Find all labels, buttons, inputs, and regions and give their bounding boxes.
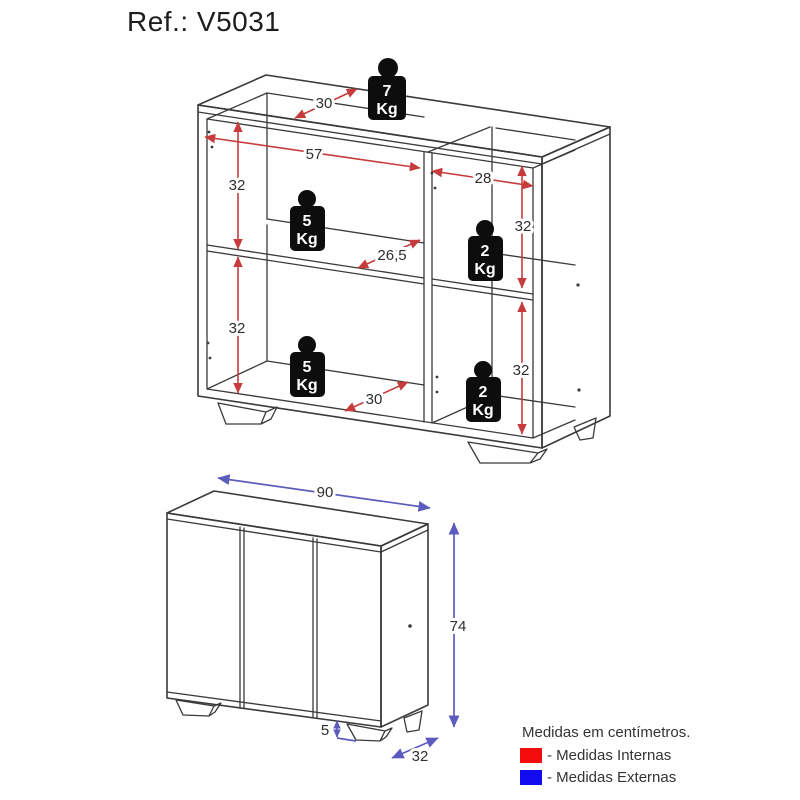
front-right-foot	[346, 723, 393, 742]
weight-value: 7	[383, 83, 392, 100]
center-divider	[423, 126, 493, 424]
exterior-cabinet-structure	[166, 490, 429, 742]
back-right-foot	[403, 710, 423, 733]
dim-arrow-top-depth	[294, 88, 358, 119]
dim-label-right-lower-height: 32	[513, 362, 530, 379]
top-board-edge	[166, 518, 429, 553]
reference-title: Ref.: V5031	[127, 6, 281, 37]
cam-hole	[408, 624, 412, 628]
dim-label-foot-height: 5	[321, 722, 329, 739]
internal-color-swatch	[520, 747, 542, 763]
exterior-cabinet-drawing: 90 74 5 32	[166, 474, 470, 768]
front-left-foot	[175, 699, 222, 717]
dim-label-bottom-depth: 30	[366, 391, 383, 408]
dim-label-depth: 32	[412, 748, 429, 765]
weight-badge-left-bottom: 5 Kg	[290, 336, 325, 397]
weight-unit: Kg	[296, 231, 317, 248]
weight-unit: Kg	[296, 377, 317, 394]
weight-unit: Kg	[472, 402, 493, 419]
right-shelf	[431, 252, 576, 301]
weight-badge-right-bottom: 2 Kg	[466, 361, 501, 422]
dim-arrow-bottom-depth	[344, 381, 409, 412]
top-board-edge	[197, 111, 611, 165]
dim-label-left-width: 57	[306, 146, 323, 163]
dim-label-width: 90	[317, 484, 334, 501]
weight-value: 2	[481, 243, 490, 260]
weight-value: 5	[303, 359, 312, 376]
legend-label-external: - Medidas Externas	[547, 768, 677, 786]
weight-value: 2	[479, 384, 488, 401]
external-dimension-arrows	[217, 474, 460, 759]
weight-badge-right-shelf: 2 Kg	[468, 220, 503, 281]
front-face	[166, 512, 382, 728]
front-right-foot	[467, 441, 548, 464]
right-wall-depth-edges	[532, 149, 576, 439]
weight-value: 5	[303, 213, 312, 230]
external-color-swatch	[520, 769, 542, 785]
legend-heading: Medidas em centímetros.	[522, 724, 691, 741]
dim-arrow-right-width	[431, 167, 534, 190]
right-side-face	[380, 523, 429, 728]
bottom-board-edge	[166, 691, 382, 722]
weight-badge-top: 7 Kg	[368, 58, 406, 120]
door-gap-right	[312, 537, 318, 719]
dim-label-height: 74	[450, 618, 467, 635]
dim-arrow-shelf-depth	[357, 239, 421, 269]
measurement-legend: Medidas em centímetros. - Medidas Intern…	[520, 724, 691, 786]
dim-label-left-upper-height: 32	[229, 177, 246, 194]
dim-label-right-upper-height: 32	[515, 218, 532, 235]
weight-unit: Kg	[474, 261, 495, 278]
internal-dimension-labels: 30 57 28 32 32 26,5 30 32 32	[226, 92, 535, 411]
door-gap-left	[239, 526, 245, 709]
back-right-foot	[573, 417, 597, 441]
legend-item-internal: - Medidas Internas	[520, 746, 690, 764]
dim-label-right-width: 28	[475, 170, 492, 187]
dim-label-top-depth: 30	[316, 95, 333, 112]
legend-label-internal: - Medidas Internas	[547, 746, 672, 764]
interior-cabinet-structure	[197, 74, 611, 464]
external-dimension-labels: 90 74 5 32	[314, 481, 470, 768]
dim-arrow-depth	[391, 737, 439, 759]
legend-item-external: - Medidas Externas	[520, 768, 690, 786]
right-side-face	[541, 126, 611, 449]
left-wall-depth-edges	[206, 92, 268, 390]
interior-cabinet-drawing: 7 Kg 5 Kg 5 Kg 2 Kg	[197, 58, 611, 464]
dim-label-shelf-depth: 26,5	[377, 247, 406, 264]
interior-back-top-edge	[266, 92, 576, 141]
weight-badge-left-shelf: 5 Kg	[290, 190, 325, 251]
internal-dimension-arrows	[204, 88, 534, 435]
weight-unit: Kg	[376, 101, 397, 118]
dim-label-left-lower-height: 32	[229, 320, 246, 337]
front-left-foot	[217, 402, 278, 425]
foot-height-tick	[336, 737, 357, 742]
dim-arrow-width	[217, 474, 431, 512]
